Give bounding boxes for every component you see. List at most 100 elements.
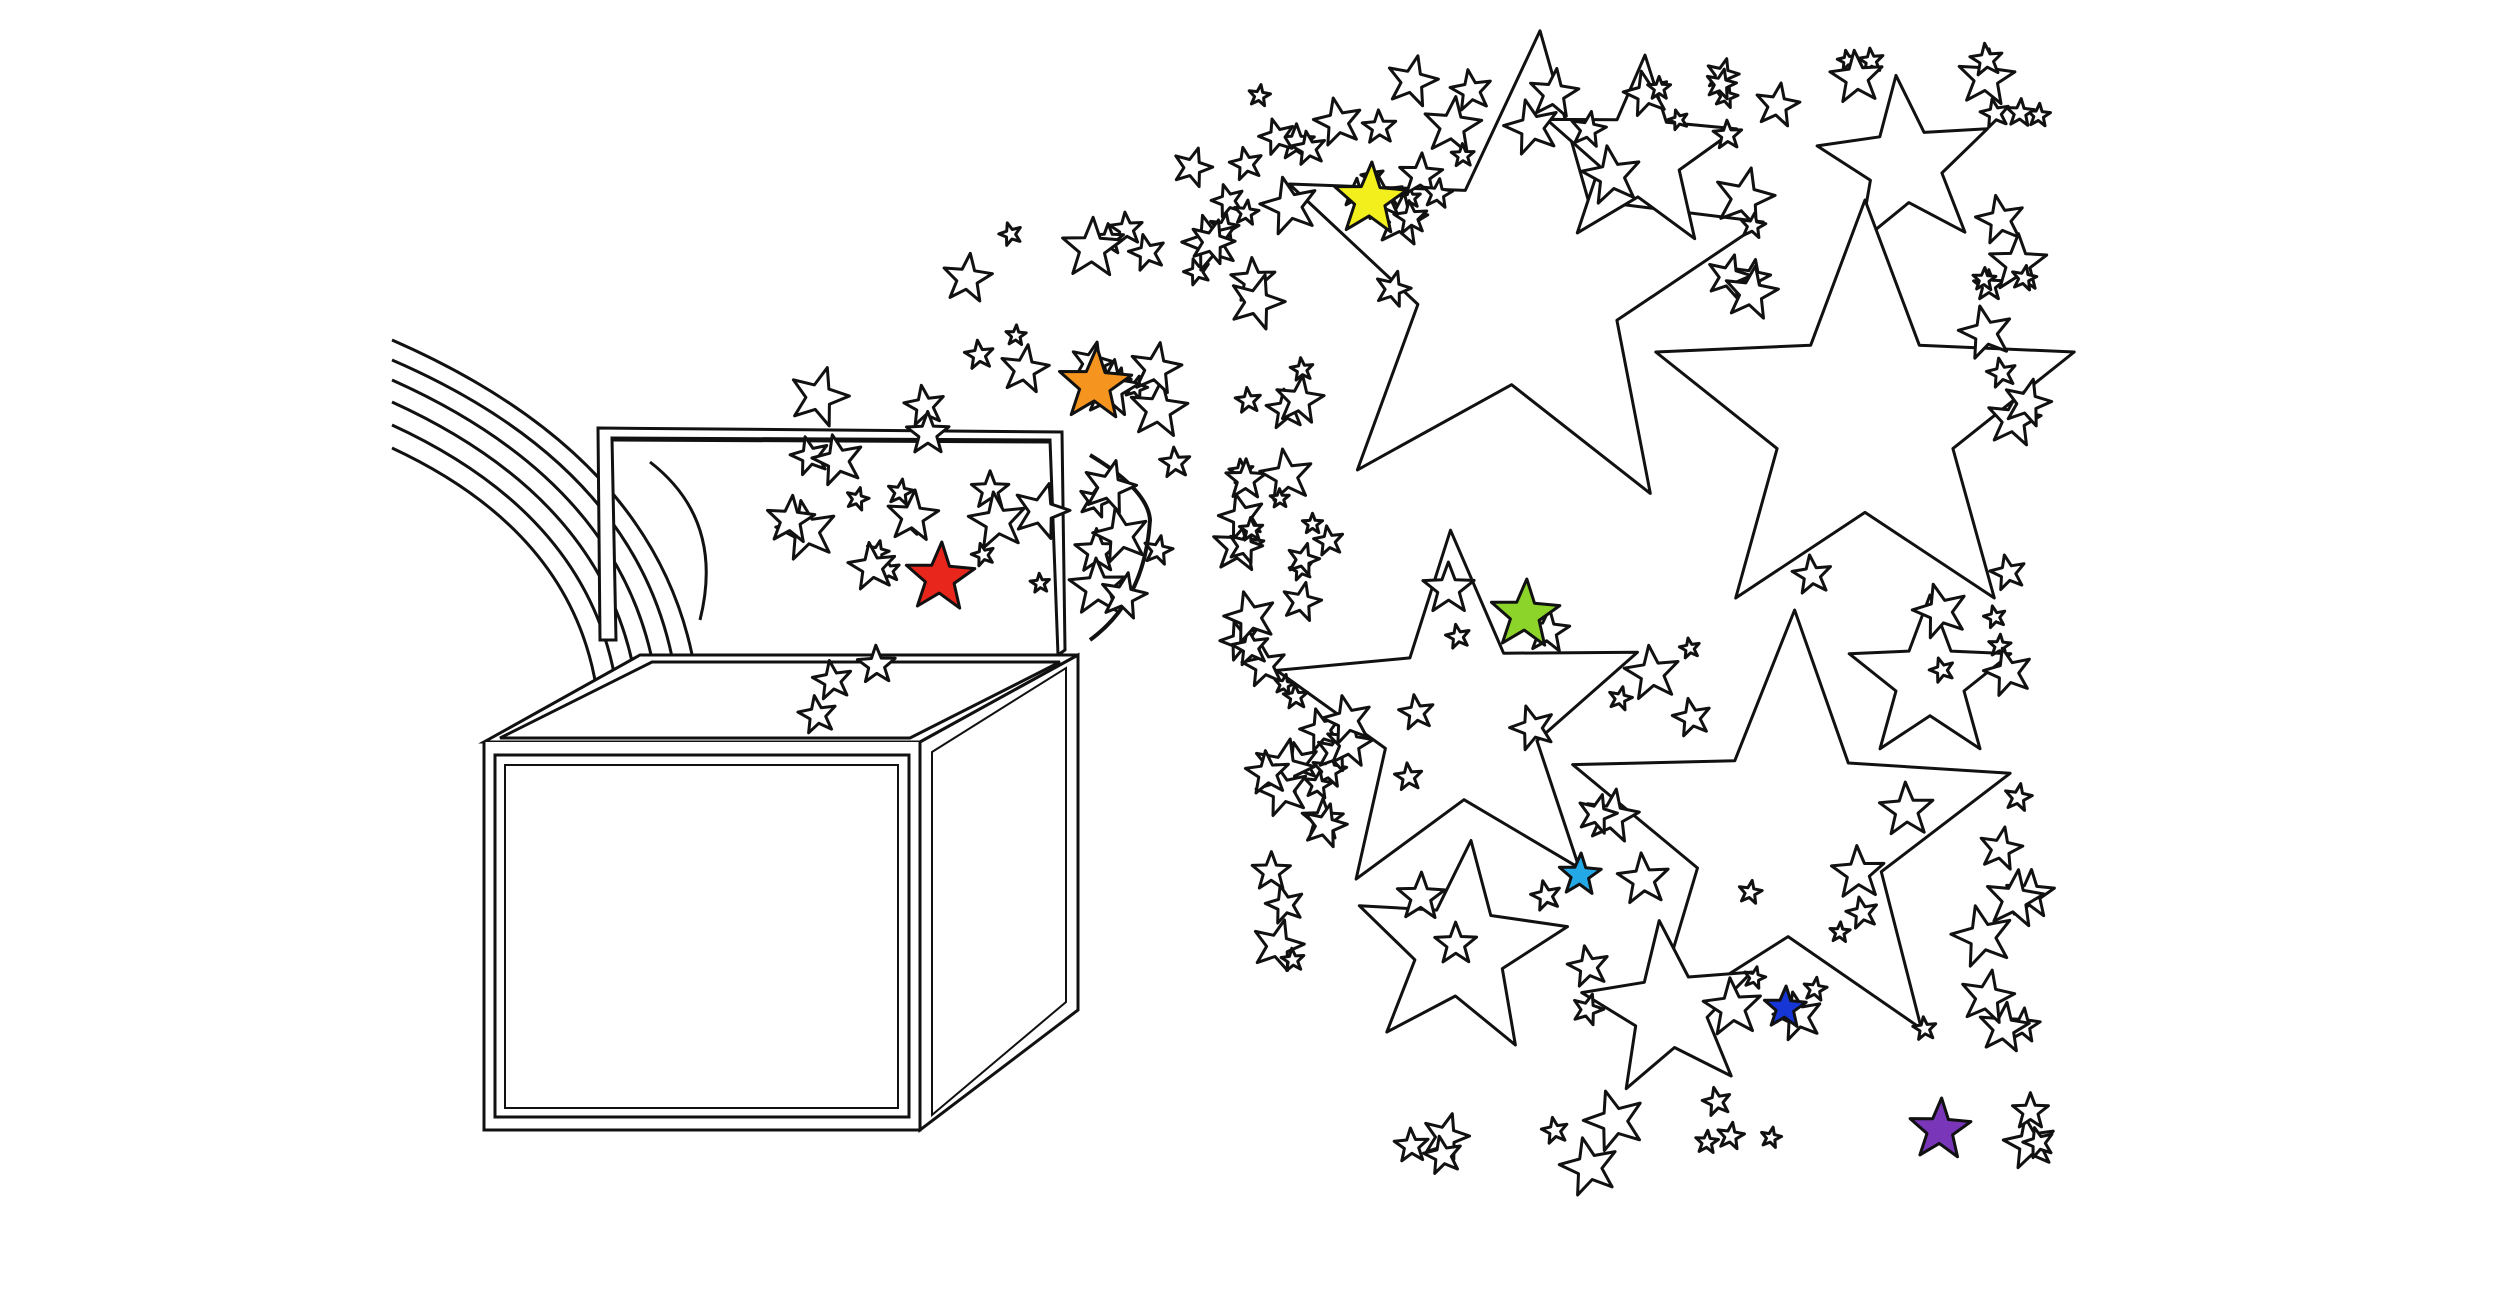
small-star-icon — [1573, 992, 1606, 1027]
small-star-icon — [1158, 445, 1192, 478]
small-star-icon — [1502, 98, 1558, 156]
purple-star-icon — [1908, 1096, 1973, 1159]
orange-star-icon — [1058, 345, 1134, 419]
large-star-icon — [1815, 73, 1989, 245]
small-star-icon — [1004, 323, 1028, 346]
small-star-icon — [1230, 627, 1270, 667]
small-star-icon — [1760, 1125, 1784, 1149]
small-star-icon — [1580, 144, 1641, 205]
small-star-icon — [2011, 1091, 2050, 1129]
small-star-icon — [1257, 117, 1295, 156]
small-star-icon — [855, 643, 897, 684]
small-star-icon — [1398, 151, 1445, 196]
small-star-icon — [1015, 482, 1072, 540]
small-star-icon — [1191, 218, 1237, 266]
small-star-icon — [1224, 457, 1268, 499]
box-lid — [596, 426, 1153, 658]
small-star-icon — [1275, 374, 1326, 424]
small-star-icon — [1233, 386, 1262, 414]
small-star-icon — [1878, 780, 1935, 836]
small-star-icon — [1971, 266, 1998, 292]
small-star-icon — [969, 541, 995, 568]
small-star-icon — [1670, 696, 1711, 738]
small-star-icon — [1608, 685, 1634, 712]
small-star-icon — [1828, 920, 1852, 943]
small-star-icon — [1387, 54, 1440, 108]
small-star-icon — [1360, 108, 1398, 144]
small-star-icon — [1570, 110, 1608, 148]
small-star-icon — [1444, 622, 1471, 650]
small-star-icon — [905, 409, 951, 454]
small-star-icon — [1233, 198, 1261, 226]
small-star-icon — [1433, 920, 1479, 964]
small-star-icon — [1273, 672, 1297, 696]
small-star-icon — [1581, 1089, 1642, 1152]
small-star-icon — [1666, 108, 1689, 132]
small-star-icon — [962, 338, 995, 370]
rainbow-arcs — [391, 338, 702, 723]
small-star-icon — [1565, 944, 1609, 988]
small-star-icon — [1982, 604, 2007, 630]
small-star-icon — [1927, 656, 1954, 684]
yellow-star-icon — [1333, 160, 1409, 234]
small-star-icon — [796, 694, 837, 735]
small-star-icon — [1395, 870, 1447, 919]
small-star-icon — [969, 469, 1011, 508]
small-star-icon — [1397, 693, 1435, 731]
small-star-icon — [2021, 1126, 2054, 1160]
small-star-icon — [997, 221, 1022, 247]
small-star-icon — [1578, 793, 1619, 835]
small-star-icon — [2004, 782, 2034, 812]
small-star-icon — [1282, 580, 1324, 622]
small-star-icon — [1701, 976, 1762, 1036]
small-star-icon — [1716, 166, 1777, 229]
small-star-icon — [1174, 146, 1215, 189]
small-star-icon — [1508, 704, 1553, 752]
small-star-icon — [2026, 101, 2052, 128]
small-star-icon — [1312, 524, 1345, 557]
large-star-icon — [1847, 593, 2013, 751]
small-star-icon — [1392, 1126, 1430, 1163]
small-star-icon — [1743, 965, 1768, 990]
small-star-icon — [1978, 1000, 2031, 1053]
box — [478, 652, 1080, 1134]
small-star-icon — [1303, 769, 1334, 800]
large-star-icon — [1571, 608, 2012, 1031]
small-star-icon — [766, 493, 817, 544]
small-star-icon — [1694, 1128, 1720, 1154]
small-star-icon — [1988, 553, 2026, 592]
small-star-icon — [1984, 356, 2017, 389]
small-star-icon — [846, 541, 897, 591]
small-star-icon — [1376, 269, 1413, 308]
small-star-icon — [1028, 571, 1051, 594]
small-star-icon — [1321, 694, 1371, 745]
small-star-icon — [1755, 81, 1802, 128]
small-star-icon — [1700, 1085, 1732, 1117]
small-star-icon — [1129, 378, 1190, 437]
small-star-icon — [1258, 175, 1317, 236]
small-star-icon — [1957, 47, 2017, 106]
large-star-icon — [1545, 53, 1738, 241]
small-star-icon — [1987, 632, 2013, 658]
small-star-icon — [886, 488, 941, 541]
small-star-icon — [1529, 67, 1581, 118]
small-star-icon — [1802, 975, 1829, 1002]
small-star-icon — [1557, 1136, 1617, 1197]
blue-star-icon — [1762, 984, 1808, 1028]
small-star-icon — [1421, 560, 1476, 613]
small-star-icon — [1222, 590, 1275, 644]
small-star-icon — [1311, 96, 1362, 147]
small-star-icon — [1258, 447, 1313, 502]
small-star-icon — [1956, 304, 2012, 360]
small-star-icon — [1067, 556, 1127, 614]
small-star-icon — [1263, 884, 1304, 925]
small-star-icon — [1422, 177, 1455, 209]
small-star-icon — [1281, 682, 1309, 710]
small-star-icon — [1126, 233, 1165, 272]
small-star-icon — [1949, 904, 2012, 968]
small-star-icon — [942, 251, 994, 303]
small-star-icon — [966, 490, 1026, 550]
small-star-icon — [1539, 1115, 1569, 1145]
small-star-icon — [1961, 968, 2017, 1024]
